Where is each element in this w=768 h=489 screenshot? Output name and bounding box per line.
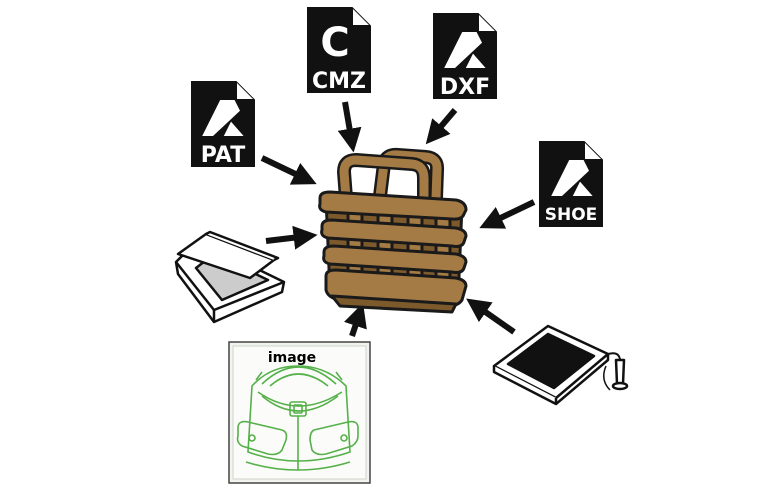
arrows [260, 101, 536, 337]
shoe-label: SHOE [545, 205, 598, 225]
bag-pattern-drawing [236, 365, 359, 471]
arrow-image [344, 302, 367, 337]
cmz-file-icon: C CMZ [307, 7, 371, 94]
arrow-tablet [466, 298, 516, 335]
dxf-label: DXF [440, 75, 490, 100]
basket-bag-icon [318, 147, 468, 314]
cmz-label: CMZ [312, 69, 366, 94]
arrow-pat [260, 155, 317, 185]
digitizer-tablet-icon [492, 324, 629, 406]
arrow-shoe [479, 199, 536, 229]
arrow-dxf [425, 108, 458, 145]
pat-label: PAT [201, 143, 245, 168]
image-label: image [268, 350, 316, 366]
flatbed-scanner-icon [174, 230, 286, 324]
dxf-file-icon: DXF [433, 13, 497, 100]
image-input-photo: image [228, 341, 371, 484]
shoe-file-icon: SHOE [539, 141, 603, 227]
arrow-cmz [337, 101, 362, 153]
arrow-scanner [265, 225, 318, 250]
cmz-glyph: C [320, 20, 349, 66]
pat-file-icon: PAT [191, 81, 255, 168]
